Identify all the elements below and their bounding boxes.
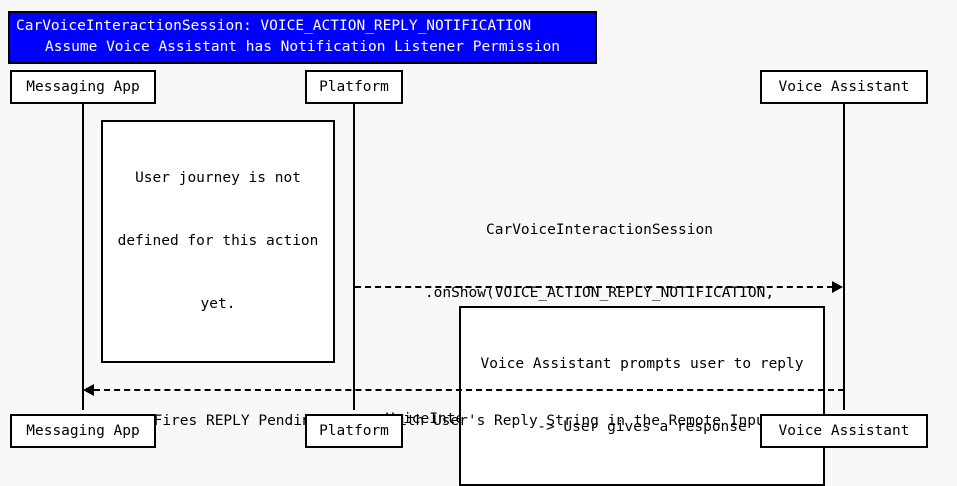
note-line-1: User journey is not	[135, 170, 301, 186]
participant-messaging-app-top[interactable]: Messaging App	[10, 70, 156, 104]
message-line-1: CarVoiceInteractionSession	[486, 222, 713, 238]
participant-platform-bottom[interactable]: Platform	[305, 414, 403, 448]
note-voice-prompt: Voice Assistant prompts user to reply ->…	[459, 306, 825, 486]
participant-voice-assistant-top[interactable]: Voice Assistant	[760, 70, 928, 104]
message-reply-pending-intent-arrow-line	[94, 389, 844, 391]
message-line-1: Fires REPLY Pending Intent with User's R…	[153, 413, 774, 429]
message-onshow-arrow-head	[832, 281, 843, 293]
sequence-diagram: CarVoiceInteractionSession: VOICE_ACTION…	[8, 11, 928, 486]
participant-label: Platform	[319, 79, 389, 95]
lifeline-platform	[353, 104, 355, 410]
note-line-3: yet.	[200, 296, 236, 312]
message-reply-pending-intent-label: Fires REPLY Pending Intent with User's R…	[83, 369, 844, 474]
diagram-title-line-2: Assume Voice Assistant has Notification …	[44, 39, 561, 55]
participant-label: Voice Assistant	[778, 79, 910, 95]
message-reply-pending-intent-arrow-head	[83, 384, 94, 396]
participant-voice-assistant-bottom[interactable]: Voice Assistant	[760, 414, 928, 448]
diagram-title-banner: CarVoiceInteractionSession: VOICE_ACTION…	[8, 11, 597, 64]
message-onshow-arrow-line	[355, 286, 833, 288]
note-line-2: -> User gives a response	[537, 419, 747, 435]
note-line-2: defined for this action	[117, 233, 319, 249]
participant-messaging-app-bottom[interactable]: Messaging App	[10, 414, 156, 448]
participant-label: Messaging App	[26, 79, 140, 95]
participant-platform-top[interactable]: Platform	[305, 70, 403, 104]
note-user-journey: User journey is not defined for this act…	[101, 120, 335, 363]
message-line-2: .onShow(VOICE_ACTION_REPLY_NOTIFICATION,	[424, 285, 775, 301]
diagram-title-line-1: CarVoiceInteractionSession: VOICE_ACTION…	[16, 18, 532, 34]
participant-label: Messaging App	[26, 423, 140, 439]
participant-label: Platform	[319, 423, 389, 439]
lifeline-voice-assistant	[843, 104, 845, 410]
lifeline-messaging-app	[82, 104, 84, 410]
note-line-1: Voice Assistant prompts user to reply	[480, 356, 804, 372]
participant-label: Voice Assistant	[778, 423, 910, 439]
